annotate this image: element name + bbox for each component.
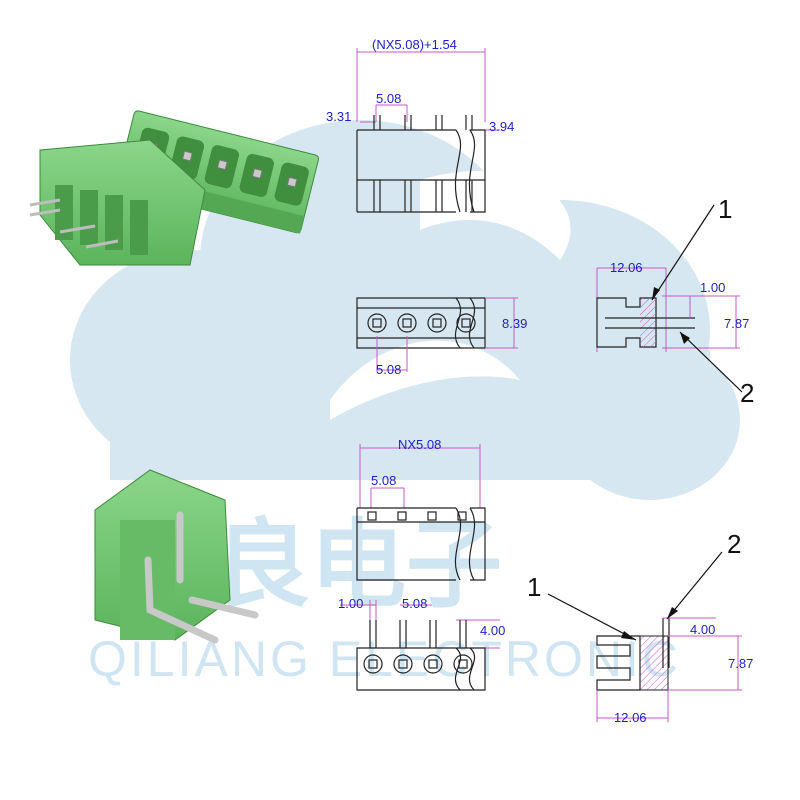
straight-top-view: (NX5.08)+1.54 5.08 3.31 3.94 <box>326 37 514 213</box>
callout-ra-1: 1 <box>527 572 541 602</box>
right-angle-top-view: NX5.08 5.08 <box>356 437 486 581</box>
dim-overall-width: (NX5.08)+1.54 <box>372 37 457 52</box>
dim-left-offset: 3.31 <box>326 109 351 124</box>
dim-ra-side-height: 7.87 <box>728 656 753 671</box>
dim-pitch-top: 5.08 <box>376 91 401 106</box>
dim-pitch-front: 5.08 <box>376 362 401 377</box>
dim-ra-pin-length: 4.00 <box>480 623 505 638</box>
callout-2: 2 <box>740 378 754 408</box>
dim-right-offset: 3.94 <box>489 119 514 134</box>
dim-ra-left-offset: 1.00 <box>338 596 363 611</box>
right-angle-header-photo <box>94 469 259 644</box>
watermark-brand-en: QILIANG ELECTRONIC <box>88 631 681 687</box>
dim-ra-overall-width: NX5.08 <box>398 437 441 452</box>
dim-front-height: 8.39 <box>502 316 527 331</box>
dim-side-height: 7.87 <box>724 316 749 331</box>
dim-ra-pitch-front: 5.08 <box>402 596 427 611</box>
callout-ra-2: 2 <box>727 529 741 559</box>
dim-ra-pitch-top: 5.08 <box>371 473 396 488</box>
callout-1: 1 <box>718 194 732 224</box>
dim-pin-thickness: 1.00 <box>700 280 725 295</box>
right-angle-side-view: 4.00 7.87 12.06 1 2 <box>527 529 753 725</box>
dim-ra-side-pin: 4.00 <box>690 622 715 637</box>
right-angle-front-view: 1.00 5.08 4.00 <box>338 596 505 691</box>
straight-header-photo <box>29 110 320 266</box>
dim-side-length: 12.06 <box>610 260 643 275</box>
straight-side-view: 12.06 7.87 1.00 1 2 <box>596 194 754 408</box>
dim-ra-side-length: 12.06 <box>614 710 647 725</box>
straight-front-view: 8.39 5.08 <box>356 297 527 377</box>
